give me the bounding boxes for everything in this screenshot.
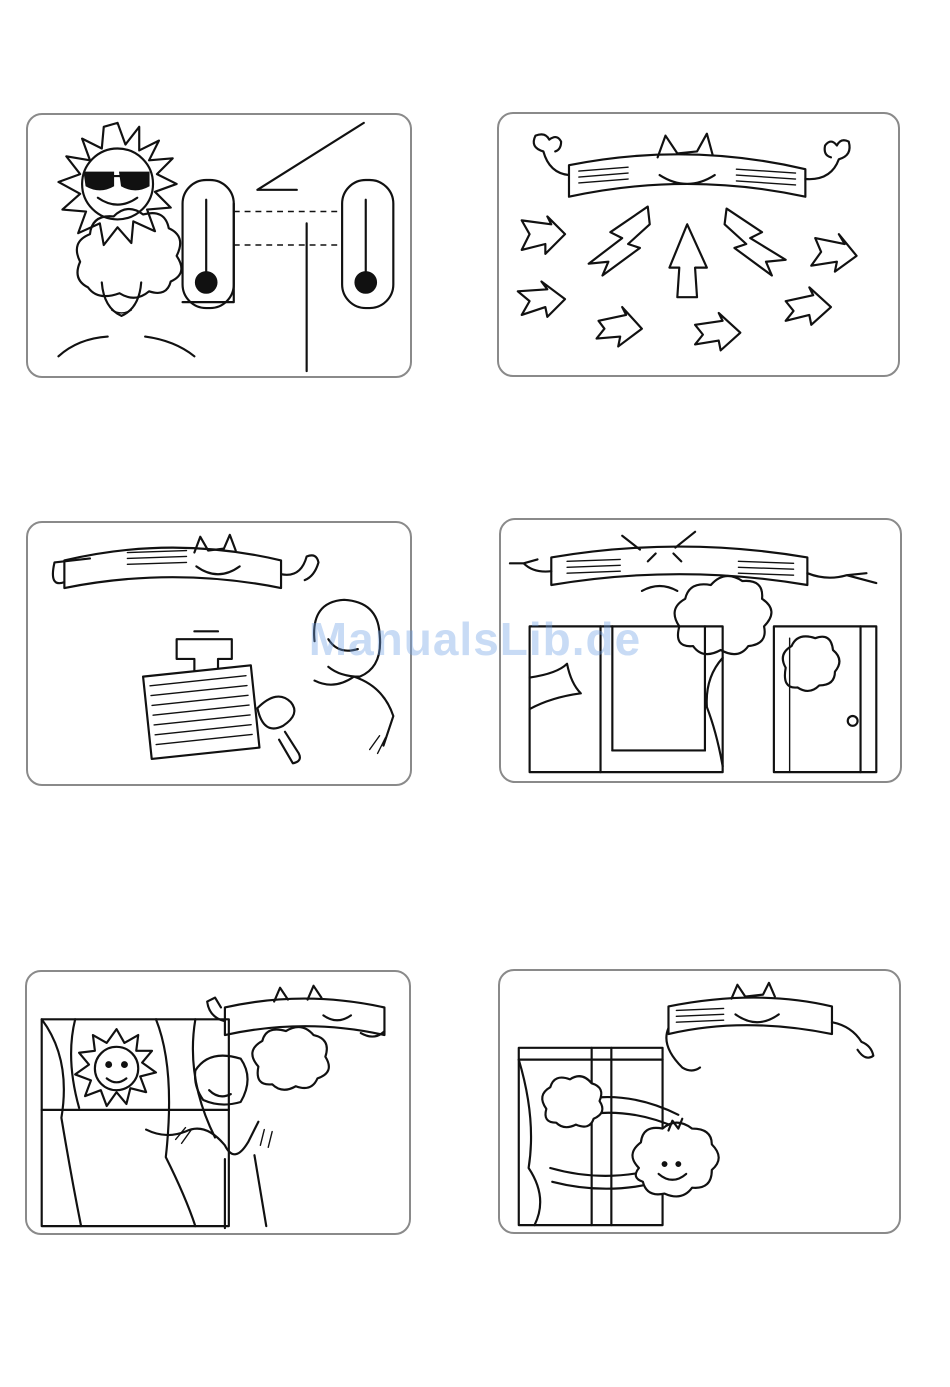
- airflow-arrows-illustration-icon: [499, 114, 898, 375]
- watermark: ManualsLib.de: [0, 612, 950, 666]
- fresh-air-illustration-icon: [500, 971, 899, 1232]
- panel-hot-outside-thermometers: [26, 113, 412, 378]
- panel-curtains-block-sun: [25, 970, 411, 1235]
- panel-ventilate-room: [498, 969, 901, 1234]
- sun-thermometer-illustration-icon: [28, 115, 410, 376]
- curtain-sun-illustration-icon: [27, 972, 409, 1233]
- panel-airflow-directions: [497, 112, 900, 377]
